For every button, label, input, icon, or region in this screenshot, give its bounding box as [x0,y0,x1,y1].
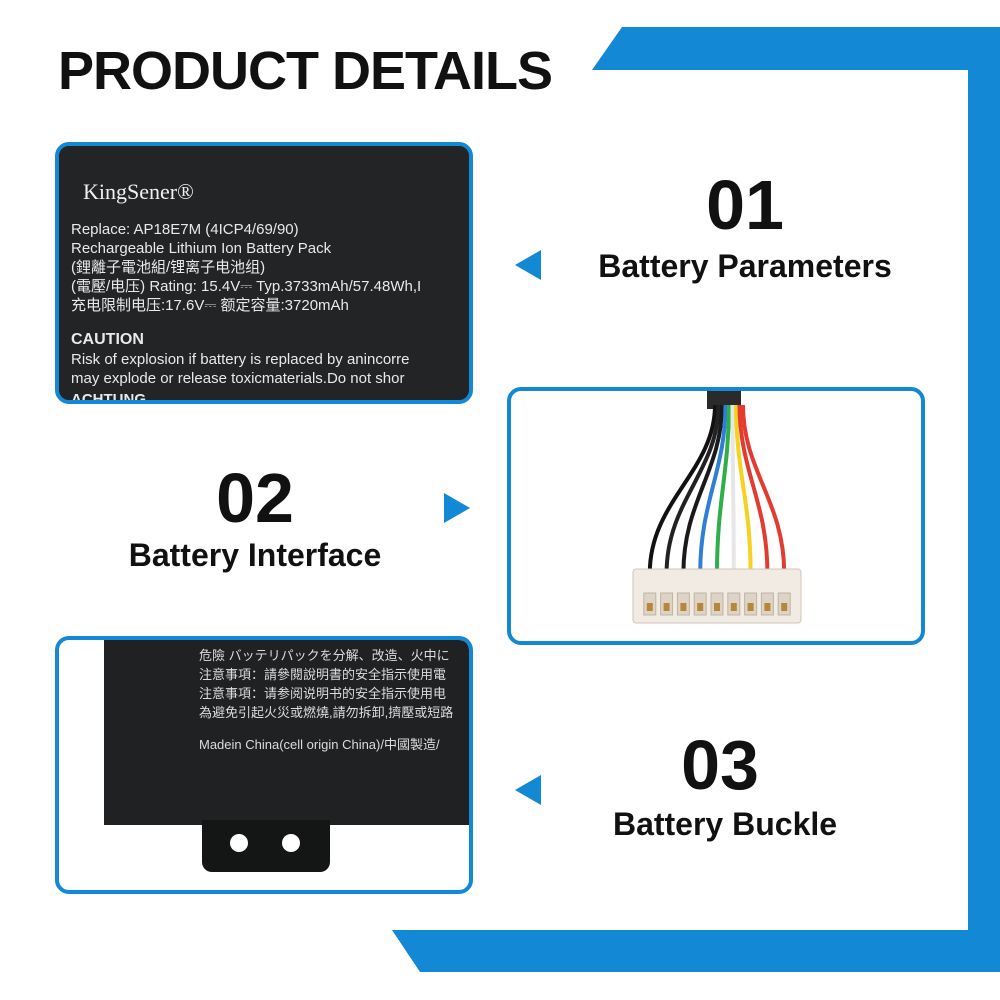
battery-body: 危險 バッテリパックを分解、改造、火中に 注意事項：請參閱說明書的安全指示使用電… [104,640,469,825]
mounting-buckle [202,820,330,872]
wire-bundle-sleeve [707,391,741,409]
frame-accent-top [592,27,1000,70]
connector-pin [714,603,720,611]
connector-pin [646,603,653,611]
origin-line: Madein China(cell origin China)/中國製造/ [199,737,440,752]
battery-buckle-photo: 危險 バッテリパックを分解、改造、火中に 注意事項：請參閱說明書的安全指示使用電… [55,636,473,894]
frame-accent-bottom [392,930,1000,972]
wire-harness-graphic [632,391,802,624]
connector-pin [764,603,771,611]
section-caption-03: Battery Buckle [612,806,838,842]
warning-line: 注意事項：请参阅说明书的安全指示使用电 [199,686,447,701]
section-number-02: 02 [216,459,294,537]
connector-pin [663,603,670,611]
connector-photo [507,387,925,645]
connector-pin [697,603,704,611]
spec-line: Replace: AP18E7M (4ICP4/69/90) [71,221,299,238]
warning-line: 注意事項：請參閱說明書的安全指示使用電 [199,667,447,682]
wire [734,404,753,574]
spec-lines: Replace: AP18E7M (4ICP4/69/90) Rechargea… [71,220,421,315]
buckle-hole [230,834,248,852]
warning-line [199,722,453,735]
wire [715,404,731,574]
section-number-01: 01 [706,166,784,244]
wire [730,404,736,574]
wire [698,404,728,574]
frame-accent-right [968,27,1000,972]
page-title: PRODUCT DETAILS [58,41,553,101]
connector-pin [781,603,788,611]
caution-text: Risk of explosion if battery is replaced… [71,350,410,388]
caution-heading: CAUTION [71,331,144,348]
connector-pin [680,603,687,611]
spec-line: 充电限制电压:17.6V⎓ 额定容量:3720mAh [71,297,349,314]
spec-line: (電壓/电压) Rating: 15.4V⎓ Typ.3733mAh/57.48… [71,278,422,295]
pointer-left-icon [515,250,541,280]
wire [737,404,770,574]
warning-line: 為避免引起火災或燃燒,請勿拆卸,擠壓或短路 [199,705,454,720]
spec-line: (鋰離子電池組/锂离子电池组) [71,259,266,276]
section-caption-01: Battery Parameters [598,248,892,284]
warning-lines: 危險 バッテリパックを分解、改造、火中に 注意事項：請參閱說明書的安全指示使用電… [199,646,453,754]
caution-line: may explode or release toxicmaterials.Do… [71,370,405,387]
achtung-heading: ACHTUNG [71,391,146,404]
warning-line: 危險 バッテリパックを分解、改造、火中に [199,648,450,663]
spec-line: Rechargeable Lithium Ion Battery Pack [71,240,332,257]
buckle-hole [282,834,300,852]
wire [741,404,787,574]
connector-pin [747,603,754,611]
caution-line: Risk of explosion if battery is replaced… [71,351,410,368]
section-number-03: 03 [681,726,759,804]
wire [681,404,724,574]
section-caption-02: Battery Interface [128,537,382,573]
pointer-left-icon [515,775,541,805]
wire [664,404,721,574]
connector-pin [730,603,737,611]
battery-label-photo: KingSener® Replace: AP18E7M (4ICP4/69/90… [55,142,473,404]
wire [647,404,717,574]
brand-logo: KingSener® [83,179,194,204]
pointer-right-icon [444,493,470,523]
